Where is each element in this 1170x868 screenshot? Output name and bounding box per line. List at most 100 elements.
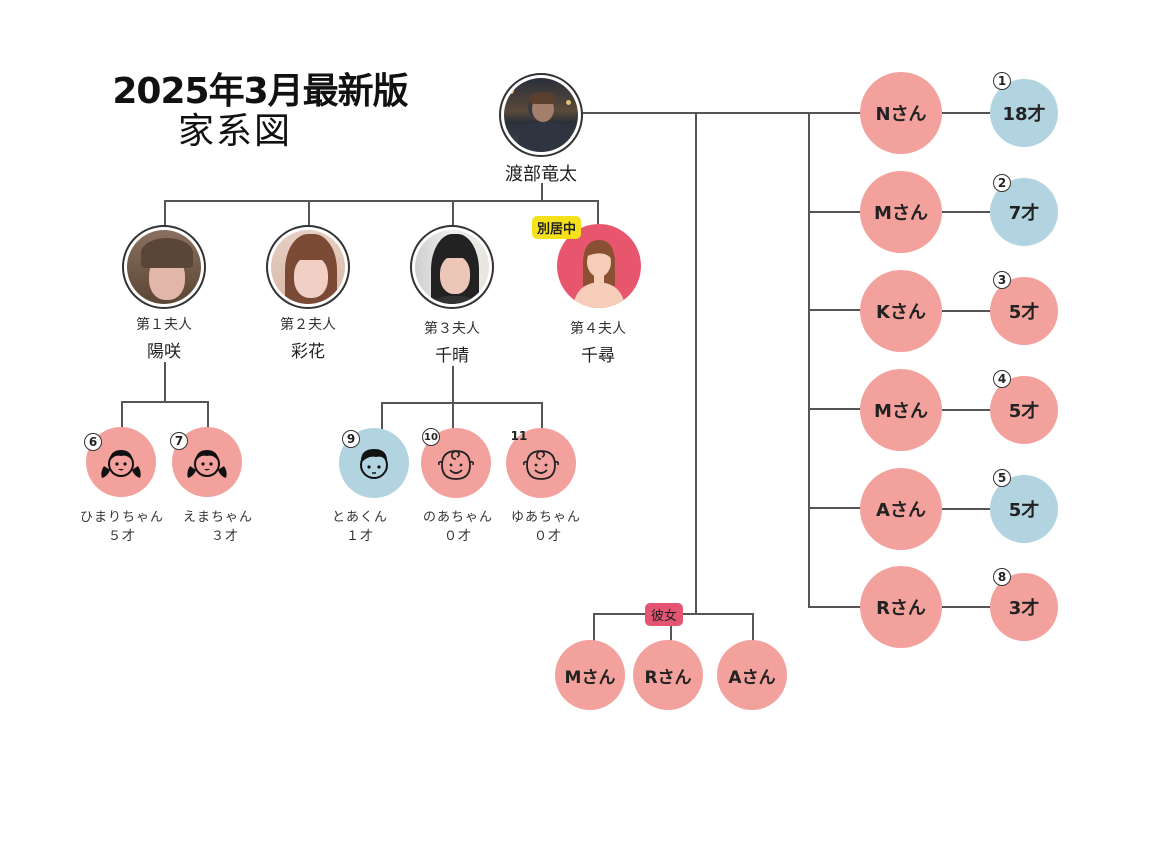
connector <box>121 401 209 403</box>
child-7-name: えまちゃん <box>182 510 253 525</box>
connector <box>808 309 862 311</box>
connector <box>808 211 862 213</box>
connector <box>942 310 992 312</box>
connector <box>808 112 810 608</box>
connector <box>164 200 166 226</box>
girlfriend-2[interactable]: Rさん <box>633 640 703 710</box>
woman-avatar-icon <box>573 240 625 308</box>
partner-5[interactable]: Aさん <box>860 468 942 550</box>
partner-6-child-age: 3才 <box>1008 598 1040 619</box>
connector <box>597 200 599 224</box>
partner-1-child-age: 18才 <box>1002 104 1046 125</box>
connector <box>452 200 454 226</box>
wife-3-rank: 第３夫人 <box>424 321 480 337</box>
child-6-age: ５才 <box>107 529 136 544</box>
partner-2-child-number: 2 <box>993 174 1011 192</box>
child-10-age: ０才 <box>443 529 472 544</box>
partner-5-name: Aさん <box>876 500 926 521</box>
girlfriend-1[interactable]: Mさん <box>555 640 625 710</box>
wife-3-photo[interactable] <box>410 225 494 309</box>
root-photo[interactable] <box>499 73 583 157</box>
partner-3-child-age: 5才 <box>1008 302 1040 323</box>
child-11[interactable] <box>506 428 576 498</box>
child-6-number: 6 <box>84 433 102 451</box>
connector <box>381 402 543 404</box>
connector <box>808 606 862 608</box>
connector <box>670 620 672 642</box>
wife-2-rank: 第２夫人 <box>280 317 336 333</box>
girlfriend-2-name: Rさん <box>644 667 692 688</box>
connector <box>381 402 383 430</box>
wife-2-photo[interactable] <box>266 225 350 309</box>
partner-3-child-number: 3 <box>993 271 1011 289</box>
connector <box>942 112 992 114</box>
child-10-number: 10 <box>422 428 440 446</box>
baby-face-icon <box>438 450 474 480</box>
partner-6-child-number: 8 <box>993 568 1011 586</box>
partner-4-name: Mさん <box>874 401 928 422</box>
connector <box>695 114 697 614</box>
child-10-name: のあちゃん <box>422 510 493 525</box>
connector <box>942 508 992 510</box>
child-9-name: とあくん <box>331 510 388 525</box>
connector <box>164 362 166 402</box>
child-11-number: 11 <box>510 429 528 443</box>
child-6[interactable] <box>86 427 156 497</box>
title-line2: 家系図 <box>177 110 292 152</box>
partner-3[interactable]: Kさん <box>860 270 942 352</box>
partner-2-name: Mさん <box>874 203 928 224</box>
partner-2[interactable]: Mさん <box>860 171 942 253</box>
child-11-name: ゆあちゃん <box>510 510 581 525</box>
child-9-age: １才 <box>345 529 374 544</box>
child-9[interactable] <box>339 428 409 498</box>
partner-5-child[interactable]: 5才 <box>990 475 1058 543</box>
child-7-number: 7 <box>170 432 188 450</box>
partner-2-child-age: 7才 <box>1008 203 1040 224</box>
girlfriend-3[interactable]: Aさん <box>717 640 787 710</box>
connector <box>452 366 454 430</box>
girlfriend-badge: 彼女 <box>645 603 684 626</box>
partner-4[interactable]: Mさん <box>860 369 942 451</box>
connector <box>582 112 862 114</box>
wife-2-name: 彩花 <box>291 342 325 362</box>
connector <box>541 183 543 201</box>
partner-1-child[interactable]: 18才 <box>990 79 1058 147</box>
wife-1-name: 陽咲 <box>147 342 181 362</box>
girl-face-icon <box>101 450 141 478</box>
partner-4-child-number: 4 <box>993 370 1011 388</box>
connector <box>942 606 992 608</box>
connector <box>752 613 754 641</box>
partner-5-child-number: 5 <box>993 469 1011 487</box>
baby-face-icon <box>523 450 559 480</box>
partner-1[interactable]: Nさん <box>860 72 942 154</box>
photo-woman-icon <box>271 230 345 304</box>
connector <box>121 401 123 429</box>
connector <box>593 613 595 641</box>
title-line1: 2025年3月最新版 <box>112 71 408 112</box>
connector <box>308 200 310 226</box>
connector <box>942 211 992 213</box>
child-6-name: ひまりちゃん <box>79 510 164 525</box>
partner-1-name: Nさん <box>875 104 927 125</box>
connector <box>808 507 862 509</box>
partner-3-name: Kさん <box>876 302 926 323</box>
photo-woman-icon <box>415 230 489 304</box>
child-11-age: ０才 <box>533 529 562 544</box>
partner-6[interactable]: Rさん <box>860 566 942 648</box>
partner-5-child-age: 5才 <box>1008 500 1040 521</box>
page-title: 2025年3月最新版 家系図 <box>100 72 420 151</box>
girlfriend-1-name: Mさん <box>564 667 616 688</box>
girl-face-icon <box>187 450 227 478</box>
girlfriend-3-name: Aさん <box>728 667 776 688</box>
wife-4-name: 千尋 <box>581 346 615 366</box>
connector <box>808 408 862 410</box>
wife-1-photo[interactable] <box>122 225 206 309</box>
photo-man-icon <box>504 78 578 152</box>
connector <box>942 409 992 411</box>
connector <box>164 200 599 202</box>
boy-face-icon <box>360 449 388 479</box>
partner-4-child-age: 5才 <box>1008 401 1040 422</box>
child-7-age: ３才 <box>210 529 239 544</box>
child-9-number: 9 <box>342 430 360 448</box>
connector <box>541 402 543 430</box>
